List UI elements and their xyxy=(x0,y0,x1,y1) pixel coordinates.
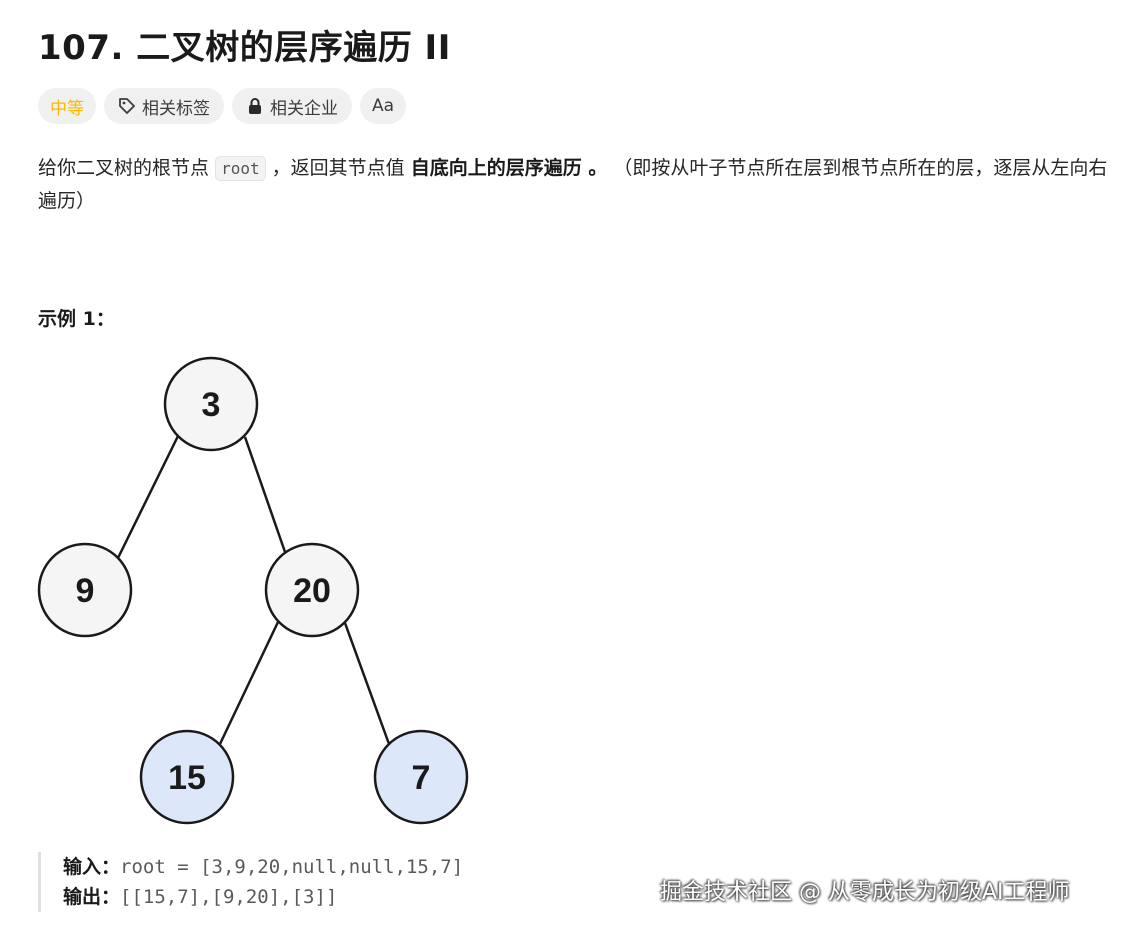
tree-node: 15 xyxy=(139,729,235,825)
node-label: 9 xyxy=(76,572,95,610)
output-value: [[15,7],[9,20],[3]] xyxy=(120,886,338,908)
difficulty-badge: 中等 xyxy=(38,88,96,124)
node-label: 3 xyxy=(202,386,221,424)
node-circle xyxy=(264,542,360,638)
description-part1: 给你二叉树的根节点 xyxy=(38,157,210,179)
example-title: 示例 1： xyxy=(38,308,115,330)
node-circle xyxy=(163,356,259,452)
node-label: 15 xyxy=(168,759,206,797)
related-companies-button[interactable]: 相关企业 xyxy=(232,88,352,124)
input-value: root = [3,9,20,null,null,15,7] xyxy=(120,856,464,878)
output-label: 输出： xyxy=(63,886,121,908)
node-circle xyxy=(37,542,133,638)
page-title: 107. 二叉树的层序遍历 II xyxy=(38,28,451,68)
edge-3-9 xyxy=(116,435,180,559)
problem-description: 给你二叉树的根节点 root ，返回其节点值 自底向上的层序遍历 。 （即按从叶… xyxy=(38,152,1118,217)
watermark: 掘金技术社区 @ 从零成长为初级AI工程师 xyxy=(660,880,1070,905)
edge-3-20 xyxy=(243,436,287,553)
tree-node: 9 xyxy=(37,542,133,638)
inline-code-root: root xyxy=(215,156,266,181)
related-tags-button[interactable]: 相关标签 xyxy=(104,88,224,124)
tree-node: 20 xyxy=(264,542,360,638)
description-part3: （即按从叶子节点所在层到根节点所在的层，逐层从左向右遍历） xyxy=(38,157,1108,212)
edge-20-15 xyxy=(218,621,280,745)
binary-tree-diagram: 3 9 20 15 7 xyxy=(37,356,469,825)
edge-20-7 xyxy=(343,622,391,745)
tree-node: 3 xyxy=(163,356,259,452)
tag-bar: 中等 相关标签 相关企业 Aa xyxy=(38,88,406,124)
input-label: 输入： xyxy=(63,856,121,878)
translate-icon: Aa xyxy=(371,96,395,116)
description-bold: 自底向上的层序遍历 。 xyxy=(410,157,608,179)
node-label: 20 xyxy=(293,572,331,610)
related-companies-label: 相关企业 xyxy=(270,98,338,119)
node-circle xyxy=(139,729,235,825)
node-label: 7 xyxy=(412,759,431,797)
example-io-block: 输入：root = [3,9,20,null,null,15,7] 输出：[[1… xyxy=(38,852,463,912)
description-part2: ，返回其节点值 xyxy=(271,157,405,179)
output-line: 输出：[[15,7],[9,20],[3]] xyxy=(63,882,463,912)
node-circle xyxy=(373,729,469,825)
tag-icon xyxy=(118,97,136,115)
lock-icon xyxy=(246,97,264,115)
translate-button[interactable]: Aa xyxy=(360,88,406,124)
input-line: 输入：root = [3,9,20,null,null,15,7] xyxy=(63,852,463,882)
related-tags-label: 相关标签 xyxy=(142,98,210,119)
tree-node: 7 xyxy=(373,729,469,825)
